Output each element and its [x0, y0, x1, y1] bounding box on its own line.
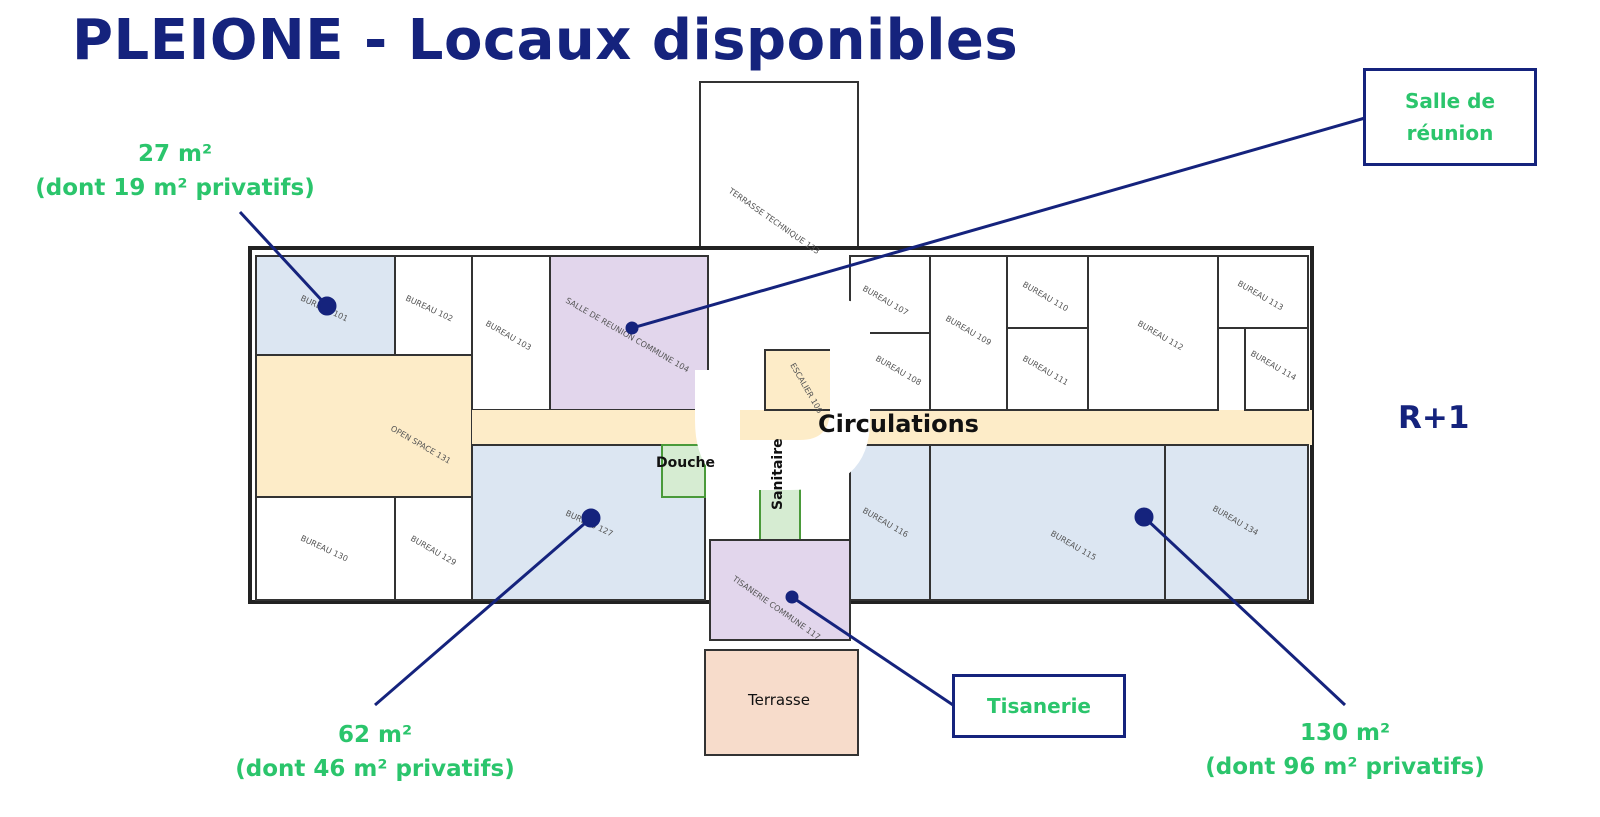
callout-line-meeting — [631, 116, 1366, 330]
room-116 — [849, 444, 931, 601]
room-112 — [1087, 255, 1219, 411]
room-130 — [255, 496, 396, 601]
room-114 — [1244, 327, 1309, 411]
marker-dot — [785, 590, 799, 604]
callout-27m2: 27 m² (dont 19 m² privatifs) — [30, 137, 320, 205]
marker-dot — [625, 321, 639, 335]
callout-tisanerie: Tisanerie — [952, 674, 1126, 738]
room-110 — [1006, 255, 1089, 329]
callout-detail: (dont 96 m² privatifs) — [1205, 754, 1485, 780]
douche-room — [661, 444, 706, 498]
circulations-label: Circulations — [818, 410, 979, 438]
room-117 — [709, 539, 851, 641]
room-131 — [255, 354, 473, 498]
room-129 — [394, 496, 473, 601]
callout-130m2: 130 m² (dont 96 m² privatifs) — [1195, 716, 1495, 784]
callout-line1: Salle de — [1404, 89, 1496, 113]
callout-line-62 — [374, 516, 592, 707]
terrasse-label: Terrasse — [748, 691, 810, 709]
room-109 — [929, 255, 1008, 411]
douche-label: Douche — [656, 455, 715, 471]
room-113 — [1217, 255, 1309, 329]
technical-terrace — [699, 81, 859, 249]
logo-watermark — [695, 300, 870, 490]
sanitaire-label: Sanitaire — [770, 438, 786, 510]
callout-line-130 — [1142, 515, 1347, 707]
terrace — [704, 649, 859, 756]
room-115 — [929, 444, 1166, 601]
callout-detail: (dont 46 m² privatifs) — [235, 756, 515, 782]
callout-line-kitchen — [791, 595, 954, 707]
marker-dot — [317, 296, 337, 316]
callout-line-27 — [238, 210, 329, 308]
marker-dot — [1134, 507, 1154, 527]
callout-detail: (dont 19 m² privatifs) — [35, 175, 315, 201]
room-106 — [764, 349, 836, 411]
callout-area: 130 m² — [1299, 720, 1391, 746]
page-title: PLEIONE - Locaux disponibles — [72, 8, 1019, 73]
callout-area: 62 m² — [337, 722, 413, 748]
callout-area: 27 m² — [137, 141, 213, 167]
corridor — [472, 410, 1312, 445]
room-134 — [1164, 444, 1309, 601]
callout-62m2: 62 m² (dont 46 m² privatifs) — [225, 718, 525, 786]
floor-level: R+1 — [1398, 400, 1470, 436]
callout-line2: réunion — [1406, 121, 1494, 145]
marker-dot — [581, 508, 601, 528]
callout-meeting-room: Salle de réunion — [1363, 68, 1537, 166]
callout-label: Tisanerie — [987, 694, 1091, 718]
